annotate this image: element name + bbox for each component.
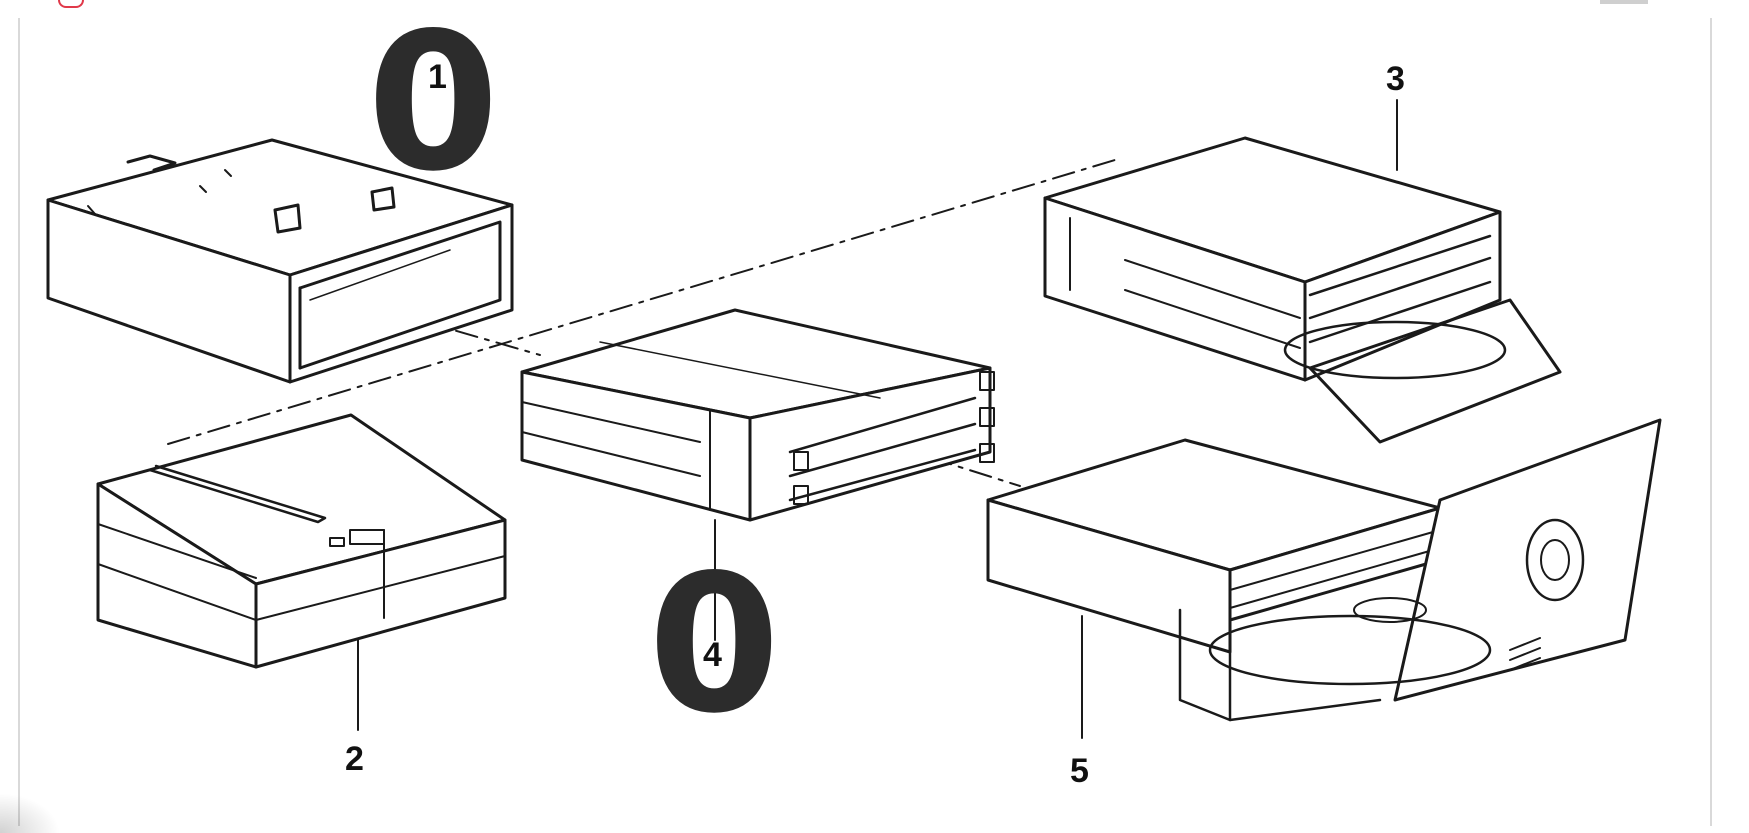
part-1-mounting-frame (46, 138, 514, 384)
overlay-marker-zero: 0 (367, 0, 500, 213)
image-frame (18, 18, 1712, 826)
corner-shadow (0, 793, 60, 833)
callout-1: 1 (428, 58, 447, 96)
part-3-magazine (1043, 136, 1562, 444)
top-right-mark (1600, 0, 1648, 4)
callout-2: 2 (345, 740, 364, 778)
part-2-stacked-unit (96, 413, 507, 669)
connector-2-to-3 (167, 159, 1116, 445)
part-5-changer-open (986, 418, 1662, 722)
callout-5: 5 (1070, 752, 1089, 790)
callout-4: 4 (703, 636, 722, 674)
callout-3: 3 (1386, 60, 1405, 98)
part-4-changer (520, 308, 995, 522)
overlay-marker-zero: 0 (648, 534, 781, 755)
